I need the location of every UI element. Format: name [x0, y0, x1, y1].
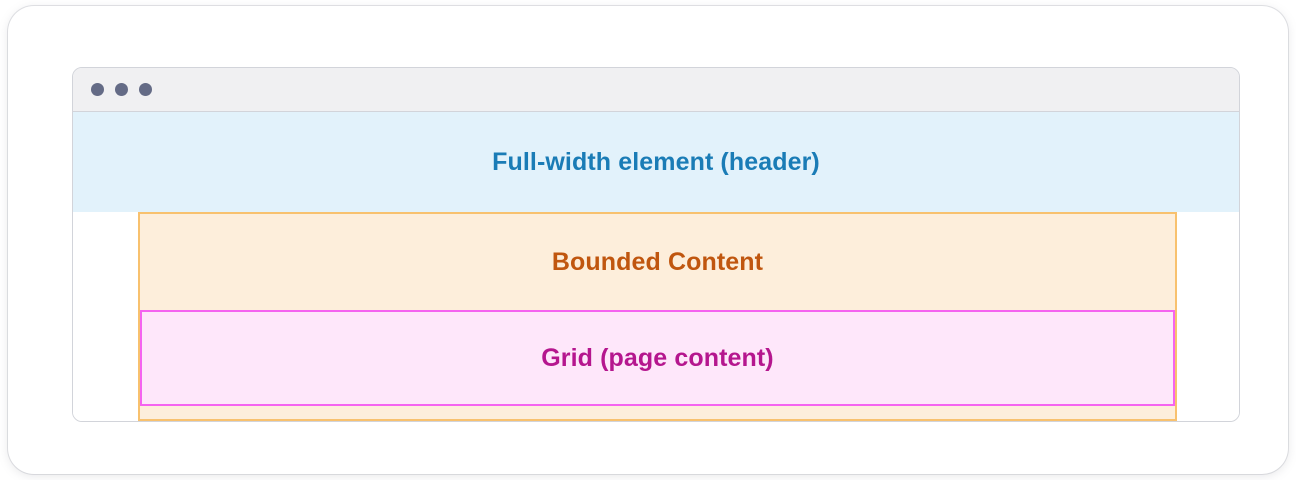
window-dot-close-icon[interactable] — [91, 83, 104, 96]
window-dot-maximize-icon[interactable] — [139, 83, 152, 96]
browser-titlebar — [73, 68, 1239, 112]
bounded-content-label: Bounded Content — [551, 247, 764, 276]
illustration-card: Full-width element (header) Bounded Cont… — [8, 6, 1288, 474]
full-width-header-label: Full-width element (header) — [492, 147, 820, 176]
grid-page-content-block: Grid (page content) — [140, 310, 1175, 406]
grid-page-content-label: Grid (page content) — [541, 343, 774, 372]
browser-window-mockup: Full-width element (header) Bounded Cont… — [72, 67, 1240, 422]
window-dot-minimize-icon[interactable] — [115, 83, 128, 96]
full-width-header-block: Full-width element (header) — [73, 112, 1239, 212]
bounded-content-block: Bounded Content Grid (page content) — [138, 212, 1177, 421]
window-controls — [91, 83, 152, 96]
browser-viewport: Full-width element (header) Bounded Cont… — [73, 112, 1239, 421]
